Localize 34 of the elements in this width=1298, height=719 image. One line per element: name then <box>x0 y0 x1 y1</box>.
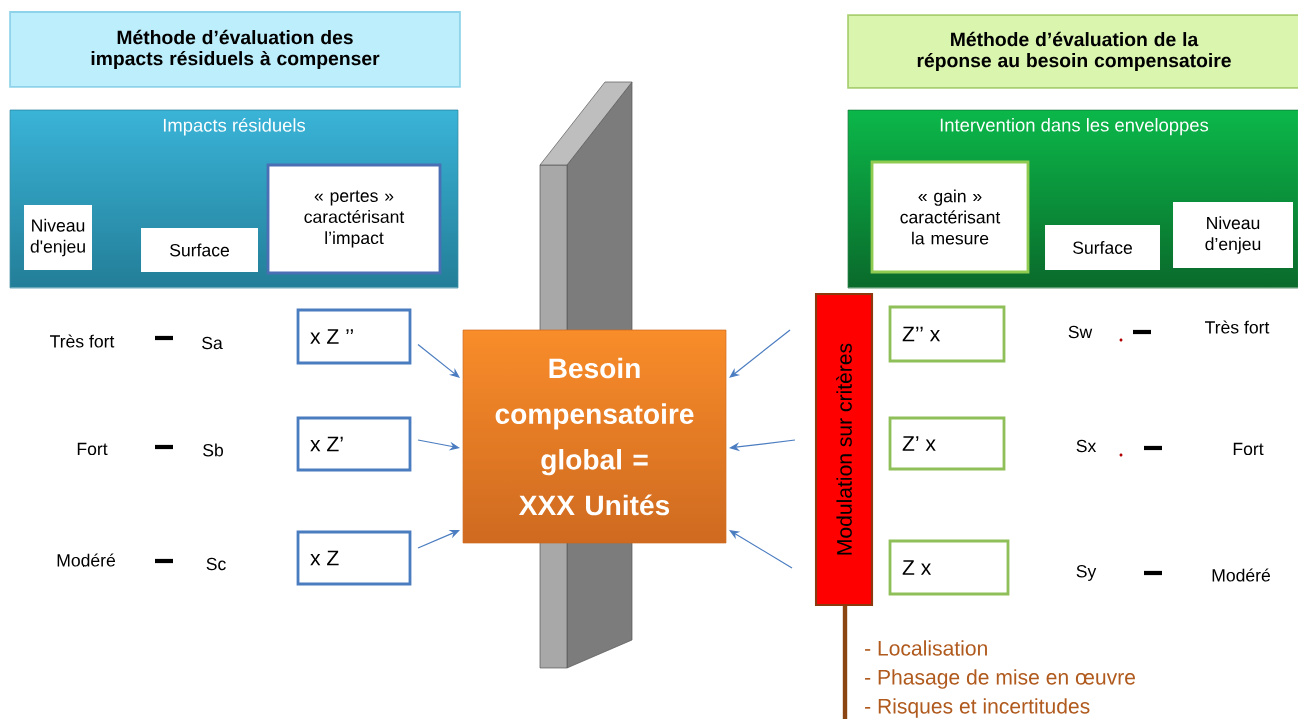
factor-box: Z’ x <box>888 416 1006 471</box>
level-label: Modéré <box>57 553 115 567</box>
level-label: - Phasage de mise en œuvre <box>865 669 1135 689</box>
header-box: Niveau d'enjeu <box>24 205 92 270</box>
factor-box: x Z’ <box>296 416 412 472</box>
factor-box: x Z ’’ <box>296 308 412 365</box>
header-box: Niveau d’enjeu <box>1173 202 1293 268</box>
level-label: Sx <box>1076 439 1097 453</box>
header-box: Surface <box>1045 225 1160 270</box>
level-label: Sb <box>203 443 223 457</box>
result-box: Besoin compensatoire global = XXX Unités <box>462 329 727 544</box>
title-box: Méthode d’évaluation de la réponse au besoin compensatoire <box>847 14 1298 89</box>
level-label: Sc <box>206 557 226 571</box>
level-label: Fort <box>77 442 108 456</box>
level-label: Fort <box>1233 442 1264 456</box>
header-box: Surface <box>141 228 258 272</box>
factor-box: x Z <box>296 530 412 586</box>
arrow <box>729 530 793 569</box>
level-label: - Localisation <box>865 640 987 656</box>
arrow <box>729 329 791 378</box>
level-label: Modéré <box>1212 568 1270 582</box>
header-box: « pertes » caractérisant l’impact <box>266 163 442 275</box>
criteria-bar: Modulation sur critères <box>814 292 874 606</box>
arrow <box>417 530 460 549</box>
title-box: Méthode d’évaluation des impacts résiduels à compenser <box>9 11 461 88</box>
factor-box: Z x <box>888 539 1010 596</box>
level-label: - Risques et incertitudes <box>865 698 1090 718</box>
level-label: Très fort <box>1205 320 1270 334</box>
level-label: Très fort <box>50 334 115 348</box>
level-label: Sw <box>1068 325 1093 339</box>
level-label: Sy <box>1076 565 1097 581</box>
factor-box: Z’’ x <box>888 305 1006 363</box>
header-box: « gain » caractérisant la mesure <box>870 160 1030 274</box>
level-label: Sa <box>202 336 223 350</box>
